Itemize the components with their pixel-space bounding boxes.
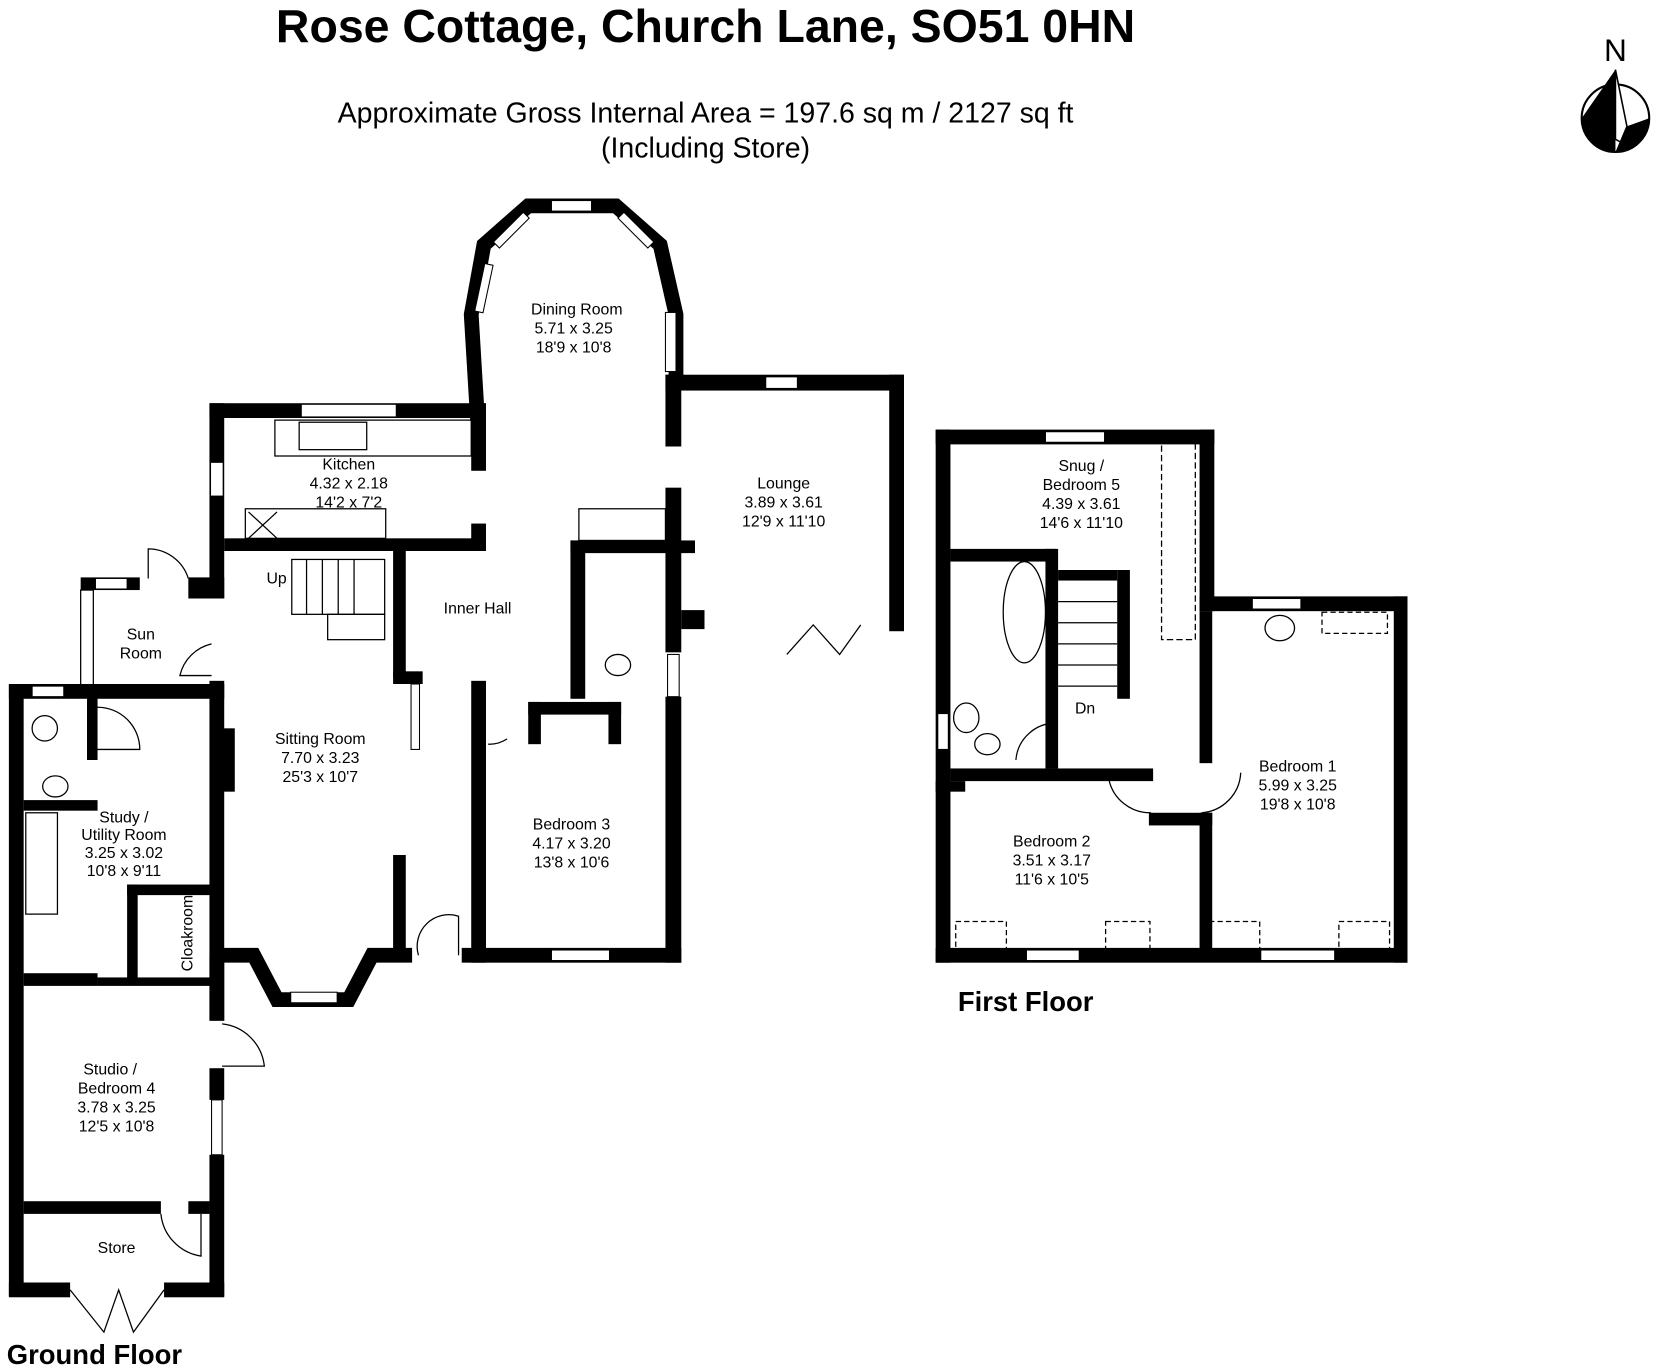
room-metric: 4.17 x 3.20 [532, 836, 611, 853]
room-imperial: 18'9 x 10'8 [536, 340, 612, 357]
compass-label: N [1604, 32, 1627, 68]
room-name-line2: Bedroom 5 [1043, 477, 1121, 494]
room-metric: 7.70 x 3.23 [281, 750, 360, 767]
room-metric: 3.89 x 3.61 [745, 495, 824, 512]
room-store: Store [98, 1240, 136, 1257]
room-bedroom-3: Bedroom 3 4.17 x 3.20 13'8 x 10'6 [532, 817, 611, 872]
room-study-utility: Study / Utility Room 3.25 x 3.02 10'8 x … [81, 809, 166, 880]
stairs-up-label: Up [266, 571, 286, 588]
north-compass-icon: N [1580, 32, 1651, 154]
ground-floor-walls [8, 198, 904, 1334]
room-name-line2: Utility Room [81, 827, 166, 844]
room-name: Bedroom 3 [533, 817, 611, 834]
room-lounge: Lounge 3.89 x 3.61 12'9 x 11'10 [742, 476, 825, 531]
room-kitchen: Kitchen 4.32 x 2.18 14'2 x 7'2 [310, 457, 389, 512]
stairs-down-label: Dn [1075, 701, 1095, 718]
area-note: (Including Store) [601, 132, 810, 164]
room-imperial: 19'8 x 10'8 [1260, 797, 1336, 814]
room-snug-bedroom-5: Snug / Bedroom 5 4.39 x 3.61 14'6 x 11'1… [1040, 458, 1123, 532]
room-name-line1: Sun [127, 627, 155, 644]
room-metric: 5.99 x 3.25 [1259, 778, 1338, 795]
ground-floor-label: Ground Floor [7, 1339, 183, 1368]
room-name-line2: Room [120, 646, 162, 663]
room-metric: 4.39 x 3.61 [1042, 496, 1121, 513]
room-imperial: 25'3 x 10'7 [282, 769, 358, 786]
room-dining-room: Dining Room 5.71 x 3.25 18'9 x 10'8 [531, 302, 623, 357]
room-name: Bedroom 1 [1259, 759, 1337, 776]
room-name-line1: Snug / [1058, 458, 1104, 475]
room-name: Dining Room [531, 302, 623, 319]
room-metric: 5.71 x 3.25 [534, 321, 613, 338]
room-metric: 4.32 x 2.18 [310, 476, 389, 493]
room-cloakroom: Cloakroom [180, 895, 197, 972]
room-imperial: 13'8 x 10'6 [534, 855, 610, 872]
room-name-line2: Bedroom 4 [78, 1081, 156, 1098]
room-metric: 3.78 x 3.25 [77, 1100, 156, 1117]
room-imperial: 12'5 x 10'8 [79, 1119, 155, 1136]
room-name: Lounge [757, 476, 810, 493]
room-inner-hall: Inner Hall [444, 600, 512, 617]
room-sitting-room: Sitting Room 7.70 x 3.23 25'3 x 10'7 [275, 731, 366, 786]
room-name: Kitchen [322, 457, 375, 474]
room-name-line1: Studio / [83, 1062, 137, 1079]
first-floor-label: First Floor [958, 986, 1094, 1017]
page-title: Rose Cottage, Church Lane, SO51 0HN [276, 0, 1135, 52]
area-summary: Approximate Gross Internal Area = 197.6 … [338, 97, 1074, 129]
room-imperial: 12'9 x 11'10 [742, 514, 825, 531]
first-floor-walls [935, 429, 1408, 963]
room-bedroom-2: Bedroom 2 3.51 x 3.17 11'6 x 10'5 [1013, 834, 1091, 889]
room-studio-bedroom-4: Studio / Bedroom 4 3.78 x 3.25 12'5 x 10… [77, 1062, 156, 1136]
room-sun-room: Sun Room [120, 627, 162, 663]
room-metric: 3.51 x 3.17 [1013, 853, 1091, 870]
room-bedroom-1: Bedroom 1 5.99 x 3.25 19'8 x 10'8 [1259, 759, 1338, 814]
room-imperial: 11'6 x 10'5 [1015, 872, 1090, 889]
room-imperial: 14'2 x 7'2 [315, 495, 382, 512]
room-name: Sitting Room [275, 731, 366, 748]
room-imperial: 14'6 x 11'10 [1040, 515, 1123, 532]
room-imperial: 10'8 x 9'11 [87, 863, 162, 880]
room-metric: 3.25 x 3.02 [85, 845, 163, 862]
room-name-line1: Study / [99, 809, 149, 826]
room-name: Bedroom 2 [1013, 834, 1090, 851]
